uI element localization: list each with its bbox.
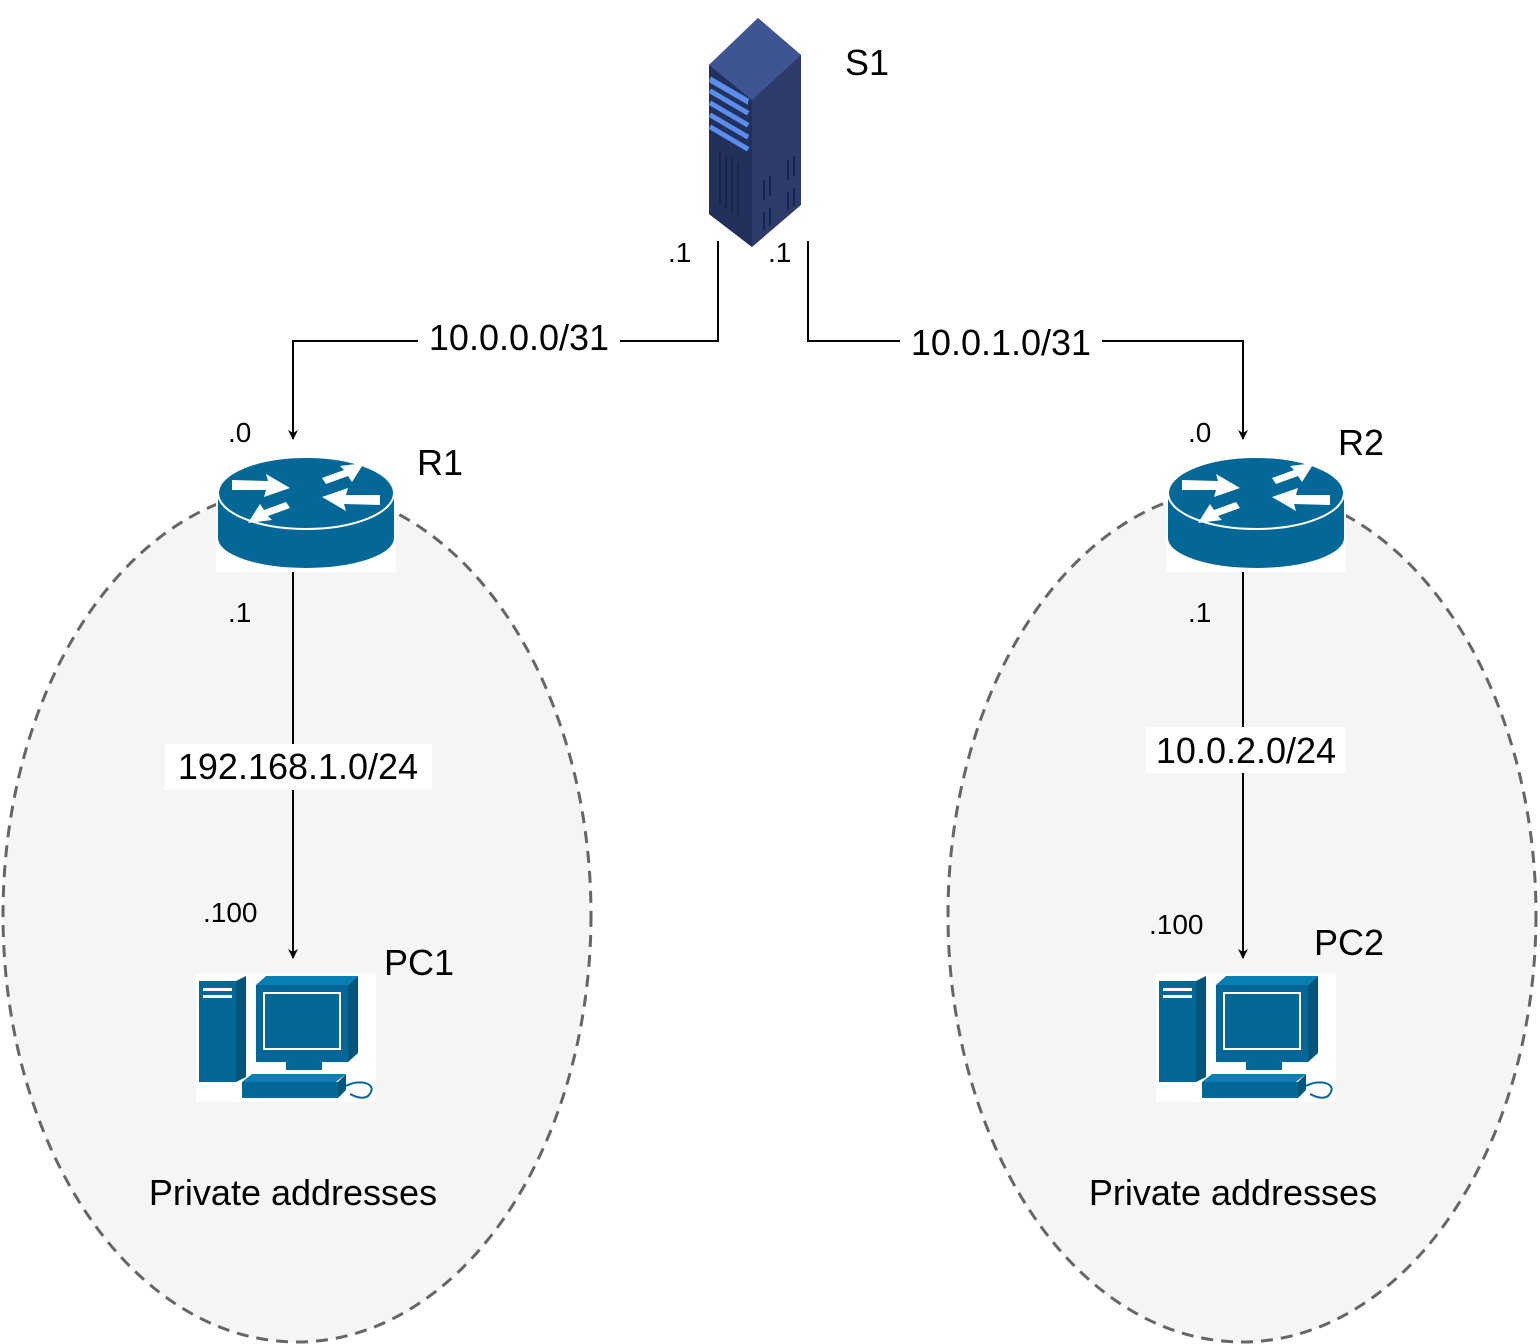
- network-label-bg-s1-r1: [418, 318, 620, 358]
- network-label-r2-pc2: 10.0.2.0/24: [1156, 730, 1336, 771]
- zone-label-left: Private addresses: [149, 1172, 437, 1213]
- pc-icon-pc2: [1156, 974, 1336, 1102]
- node-label-s1: S1: [845, 42, 889, 83]
- zone-label-right: Private addresses: [1089, 1172, 1377, 1213]
- router-icon-r2: [1166, 454, 1346, 572]
- host-label-r2-lower: .1: [1188, 597, 1211, 628]
- node-label-pc1: PC1: [384, 942, 454, 983]
- pc-icon-pc1: [196, 974, 376, 1102]
- server-icon: [708, 18, 801, 247]
- node-label-r2: R2: [1338, 422, 1384, 463]
- router-icon-r1: [216, 454, 396, 572]
- host-label-pc2: .100: [1149, 909, 1204, 940]
- node-label-r1: R1: [417, 442, 463, 483]
- network-label-bg-s1-r2: [900, 322, 1102, 362]
- host-label-r1-lower: .1: [228, 597, 251, 628]
- host-label-s1-right: .1: [768, 237, 791, 268]
- network-label-s1-r2: 10.0.1.0/31: [911, 322, 1091, 363]
- host-label-r2-upper: .0: [1188, 417, 1211, 448]
- network-label-s1-r1: 10.0.0.0/31: [429, 317, 609, 358]
- private-zone-left: [1, 486, 593, 1344]
- host-label-pc1: .100: [203, 897, 258, 928]
- network-label-bg-r2-pc2: [1146, 727, 1346, 773]
- host-label-r1-upper: .0: [228, 417, 251, 448]
- host-label-s1-left: .1: [668, 237, 691, 268]
- network-label-bg-r1-pc1: [165, 744, 432, 790]
- network-label-r1-pc1: 192.168.1.0/24: [178, 746, 418, 787]
- node-label-pc2: PC2: [1314, 922, 1384, 963]
